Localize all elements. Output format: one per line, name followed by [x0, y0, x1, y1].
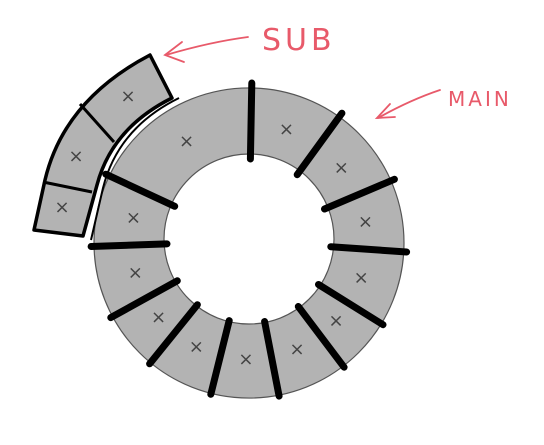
sub-ring-inner-edge: [90, 97, 180, 241]
main-ring-divider: [146, 301, 201, 368]
main-ring-divider: [294, 303, 348, 371]
sub-arrow: [163, 36, 249, 63]
main-ring-dividers: [87, 79, 411, 400]
main-ring-divider: [207, 317, 233, 398]
main-ring-segment-mark: ×: [289, 339, 304, 360]
main-ring-segment-mark: ×: [179, 131, 194, 152]
main-ring-segment-mark: ×: [126, 208, 141, 229]
sub-ring-divider: [42, 180, 93, 194]
main-ring-segment-mark: ×: [151, 307, 166, 328]
main-ring-divider: [102, 170, 179, 210]
main-ring-segment-mark: ×: [189, 337, 204, 358]
main-ring-segment-mark: ×: [334, 158, 349, 179]
main-ring-segment-mark: ×: [128, 263, 143, 284]
main-ring-divider: [87, 240, 171, 250]
main-ring-divider: [261, 318, 283, 400]
main-ring-divider: [327, 243, 411, 256]
main-label: MAIN: [448, 87, 512, 111]
sub-ring-divider: [78, 102, 116, 144]
sub-label: SUB: [262, 23, 336, 58]
main-ring-marks: × × × × × × × × × × × ×: [126, 119, 373, 370]
main-arrow: [374, 89, 441, 120]
sub-ring-segment-mark: ×: [54, 197, 69, 218]
sub-ring-marks: × × ×: [54, 86, 135, 218]
main-ring-segment-mark: ×: [328, 311, 343, 332]
main-ring-segment-mark: ×: [238, 349, 253, 370]
main-ring-divider: [293, 109, 346, 179]
main-ring-divider: [107, 277, 181, 322]
sub-ring-body: [32, 53, 174, 238]
sub-ring-segment-mark: ×: [120, 86, 135, 107]
sub-ring: × × ×: [32, 53, 180, 241]
main-ring-divider: [315, 281, 387, 329]
main-ring-segment-mark: ×: [279, 119, 294, 140]
main-ring: × × × × × × × × × × × ×: [87, 79, 411, 400]
main-ring-segment-mark: ×: [358, 212, 373, 233]
main-ring-divider: [246, 79, 256, 163]
main-ring-divider: [321, 175, 398, 213]
main-ring-segment-mark: ×: [354, 268, 369, 289]
sub-ring-segment-mark: ×: [68, 146, 83, 167]
